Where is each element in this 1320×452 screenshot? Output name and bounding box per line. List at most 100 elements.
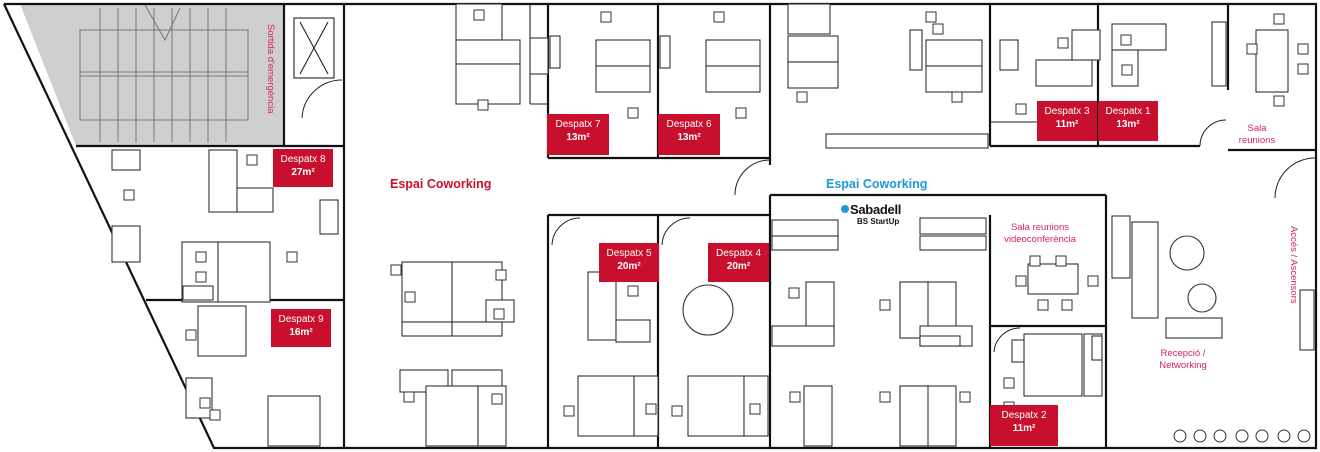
sabadell-logo: Sabadell BS StartUp (841, 201, 901, 226)
zone-label-video-room: Sala reunions videoconferència (1004, 222, 1076, 245)
office-size: 11m² (1055, 118, 1079, 130)
chair (1121, 64, 1133, 76)
office-name: Despatx 2 (1001, 410, 1047, 421)
lobby-seat (1193, 429, 1207, 443)
desk (111, 225, 141, 263)
chair (493, 308, 505, 320)
office-name: Despatx 9 (278, 314, 324, 325)
chair (925, 11, 937, 23)
desk (111, 149, 141, 171)
desk (999, 39, 1019, 71)
office-name: Despatx 5 (606, 248, 652, 259)
chair (404, 291, 416, 303)
zone-label-emergency-exit: Sortida d'emergència (264, 24, 276, 114)
chair (286, 251, 298, 263)
desk (771, 325, 835, 347)
desk (595, 65, 651, 93)
desk (267, 395, 321, 447)
chair (1273, 95, 1285, 107)
chair (1061, 299, 1073, 311)
chair (1015, 275, 1027, 287)
chair (1015, 103, 1027, 115)
chair (600, 11, 612, 23)
desk (899, 385, 929, 447)
desk (1111, 49, 1139, 87)
chair (390, 264, 402, 276)
lobby-seat (1213, 429, 1227, 443)
stairwell-area (20, 4, 284, 146)
desk (787, 35, 839, 63)
chair (735, 107, 747, 119)
lobby-seat (1297, 429, 1311, 443)
office-size: 20m² (726, 260, 751, 272)
desk (687, 375, 745, 437)
chair (1297, 43, 1309, 55)
desk (1131, 221, 1159, 319)
chair (123, 189, 135, 201)
desk (529, 37, 549, 75)
office-name: Despatx 6 (666, 119, 712, 130)
sabadell-logo-icon (841, 205, 849, 213)
desk (1091, 335, 1103, 361)
lobby-seat (1255, 429, 1269, 443)
desk (919, 235, 987, 251)
interior-walls (76, 4, 1316, 448)
desk (919, 335, 961, 347)
chair (199, 397, 211, 409)
meeting-room-label: Sala reunions (1238, 123, 1276, 146)
zone-label-meeting-room: Sala reunions (1232, 123, 1282, 147)
brand-sub: BS StartUp (857, 217, 900, 226)
desk (319, 199, 339, 235)
round-table (682, 284, 734, 336)
desk (1035, 59, 1093, 87)
chair (185, 329, 197, 341)
desk (825, 133, 989, 149)
lobby-seat (1173, 429, 1187, 443)
office-badge-despatx-7: Despatx 7 13m² (547, 114, 609, 155)
desk (787, 61, 839, 89)
desk (705, 39, 761, 67)
office-badge-despatx-3: Despatx 3 11m² (1037, 101, 1097, 141)
desk (236, 187, 274, 213)
office-size: 13m² (566, 131, 590, 143)
chair (789, 391, 801, 403)
chair (671, 405, 683, 417)
desk (743, 375, 769, 437)
brand-name: Sabadell (850, 202, 902, 217)
chair (246, 154, 258, 166)
chair (1055, 255, 1067, 267)
chair (788, 287, 800, 299)
chair (796, 91, 808, 103)
office-badge-despatx-8: Despatx 8 27m² (273, 149, 333, 187)
office-badge-despatx-9: Despatx 9 16m² (271, 309, 331, 347)
desk (451, 321, 503, 337)
zone-label-access: Accés / Ascensors (1287, 226, 1299, 304)
desk (1027, 263, 1079, 295)
desk (615, 319, 651, 343)
desk (595, 39, 651, 67)
desk (771, 219, 839, 237)
reception-bench (1165, 317, 1223, 339)
desk (577, 375, 635, 437)
chair (477, 99, 489, 111)
office-name: Despatx 1 (1105, 106, 1151, 117)
office-size: 11m² (1012, 422, 1036, 434)
zone-label-coworking-left: Espai Coworking (390, 177, 492, 191)
lobby-seat (1235, 429, 1249, 443)
chair (1003, 377, 1015, 389)
chair (403, 391, 415, 403)
office-name: Despatx 4 (715, 248, 762, 259)
chair (1037, 299, 1049, 311)
chair (879, 299, 891, 311)
desk (919, 217, 987, 235)
furniture (111, 3, 1315, 447)
desk (587, 271, 617, 341)
chair (951, 91, 963, 103)
chair (627, 285, 639, 297)
chair (495, 269, 507, 281)
chair (627, 107, 639, 119)
desk (659, 35, 671, 69)
desk (925, 39, 983, 67)
chair (491, 393, 503, 405)
